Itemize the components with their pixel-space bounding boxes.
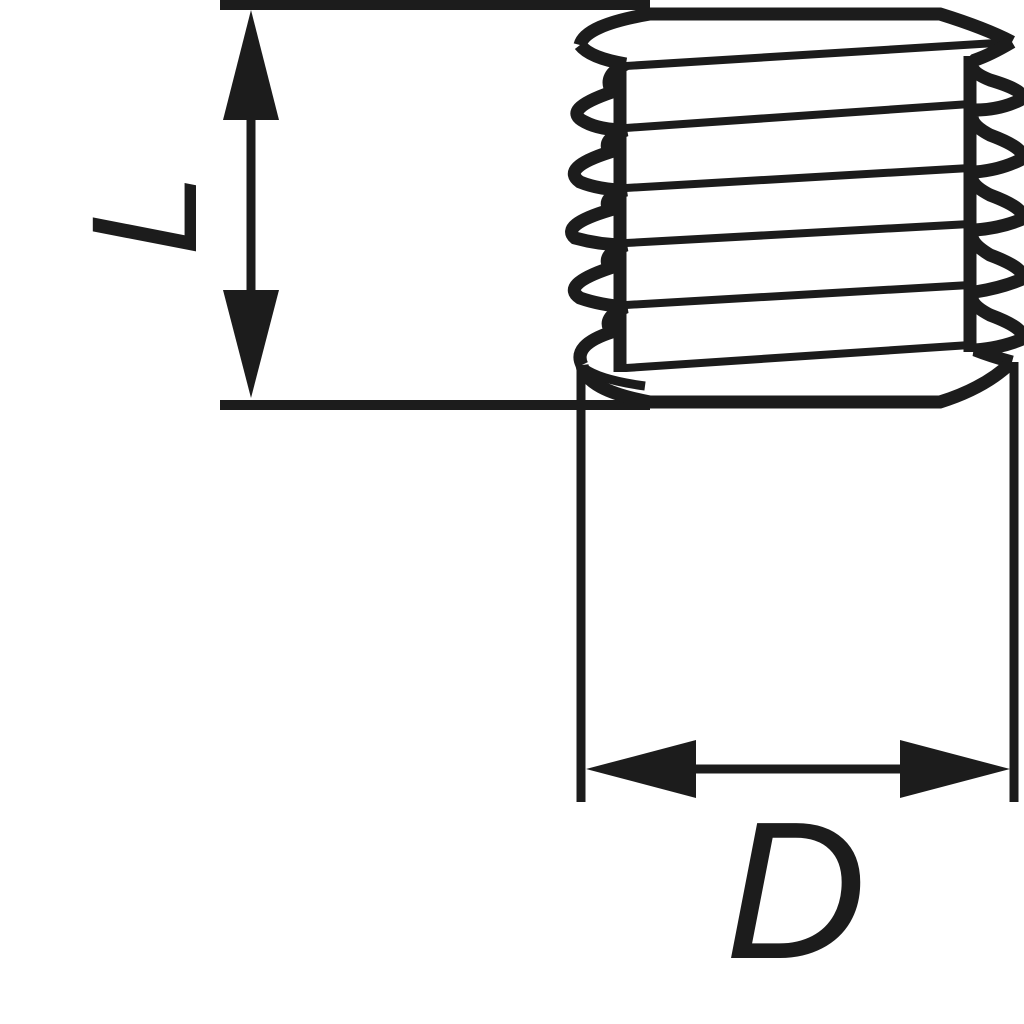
thread-line-3 xyxy=(625,220,971,247)
diameter-dimension xyxy=(586,740,1010,798)
length-dimension xyxy=(223,10,279,398)
thread-line-5 xyxy=(625,341,971,372)
diameter-label: D xyxy=(725,781,867,1000)
length-label: L xyxy=(60,173,228,256)
stud-bottom-inner-arc xyxy=(581,364,646,391)
threaded-stud xyxy=(565,7,1024,409)
stud-bottom-crest xyxy=(575,357,1017,409)
length-arrow-up xyxy=(223,10,279,120)
thread-line-1 xyxy=(625,100,971,132)
right-thread-profile xyxy=(965,36,1024,369)
diameter-arrow-right xyxy=(900,740,1010,798)
stud-top-edge xyxy=(573,7,1015,48)
length-arrow-down xyxy=(223,290,279,398)
stud-top-thread-line xyxy=(625,38,1013,70)
thread-line-2 xyxy=(625,164,971,192)
thread-line-4 xyxy=(625,281,971,309)
left-thread-profile xyxy=(565,58,629,368)
diameter-arrow-left xyxy=(586,740,696,798)
